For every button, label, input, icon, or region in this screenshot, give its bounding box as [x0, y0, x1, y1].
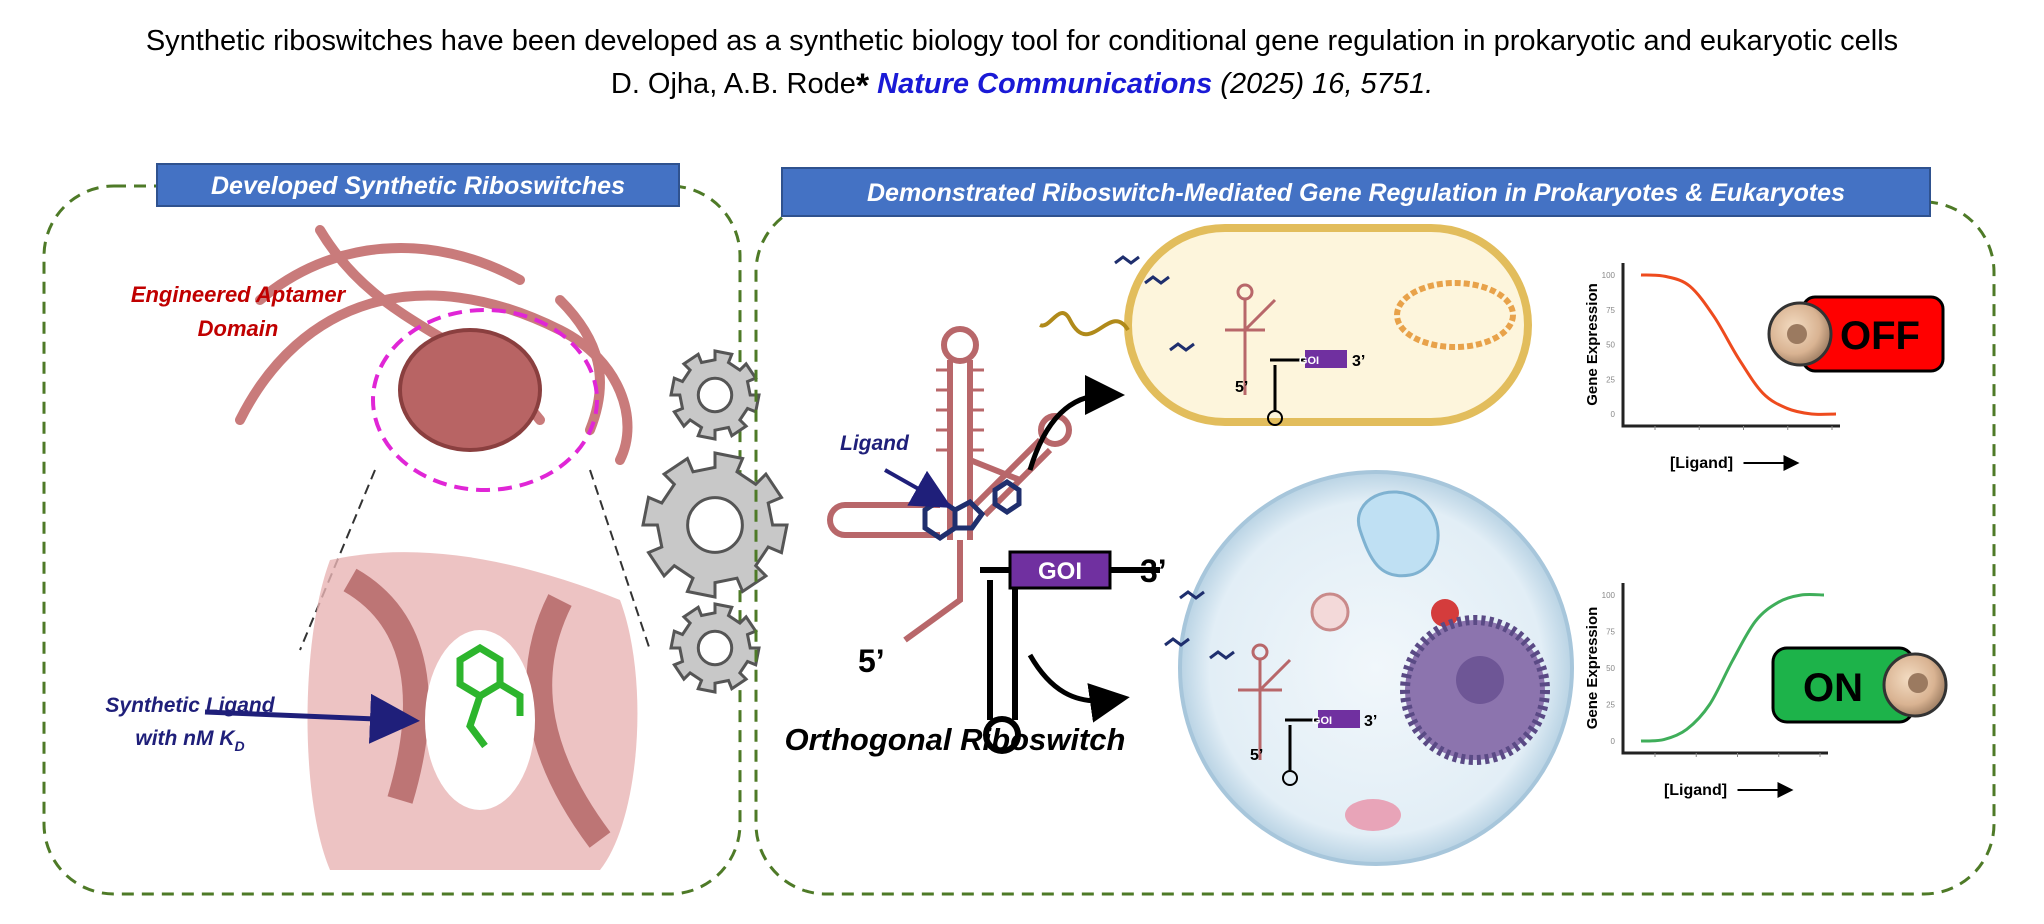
dose-response-curve [1640, 273, 1837, 416]
goi-label: GOI [1038, 558, 1082, 585]
binding-site-highlight [371, 308, 599, 492]
aptamer-structure-image [235, 225, 633, 465]
right-panel-label-box [781, 167, 1931, 217]
y-tick-label: 0 [1611, 737, 1616, 746]
prokaryote-five-prime: 5’ [1235, 379, 1248, 396]
knob-center [1908, 673, 1928, 693]
y-tick-label: 25 [1606, 375, 1615, 384]
prokaryotic-cell-image [1039, 224, 1532, 426]
y-tick-label: 50 [1606, 341, 1615, 350]
eukaryote-goi-label: GOI [1312, 715, 1332, 727]
right-panel-label: Demonstrated Riboswitch-Mediated Gene Re… [867, 179, 1845, 207]
ligand-label: Ligand [840, 432, 910, 455]
ligand-label-kd: with nM K [135, 727, 236, 750]
y-tick-label: 25 [1606, 701, 1615, 710]
gear-hole [696, 629, 734, 667]
chart-axes [1621, 263, 1840, 428]
citation-line: D. Ojha, A.B. Rode*Nature Communications… [611, 67, 1433, 105]
riboswitch-caption: Orthogonal Riboswitch [785, 722, 1126, 757]
y-tick-label: 100 [1602, 271, 1616, 280]
y-tick-label: 75 [1606, 306, 1615, 315]
prokaryote-three-prime: 3’ [1352, 353, 1365, 370]
y-tick-label: 0 [1611, 410, 1616, 419]
x-axis-label: [Ligand] [1664, 782, 1727, 799]
chart-axes [1621, 583, 1828, 755]
y-tick-label: 100 [1602, 591, 1616, 600]
gear-hole [686, 496, 744, 554]
gears-icon [641, 349, 789, 694]
aptamer-label-line1: Engineered Aptamer [131, 282, 347, 307]
x-axis-label: [Ligand] [1670, 455, 1733, 472]
five-prime-label: 5’ [858, 643, 885, 679]
goi-box [1008, 550, 1112, 590]
on-switch: ON [1771, 646, 1948, 724]
arrow-to-prokaryote [1027, 375, 1125, 471]
knob-center [1787, 324, 1807, 344]
on-label: ON [1803, 666, 1863, 710]
left-panel-label: Developed Synthetic Riboswitches [211, 172, 625, 200]
figure-title: Synthetic riboswitches have been develop… [146, 25, 1898, 57]
three-prime-label: 3’ [1140, 553, 1167, 589]
off-switch: OFF [1767, 295, 1945, 373]
ligand-label-kd-subscript: D [235, 738, 245, 754]
journal-citation: (2025) 16, 5751. [1220, 68, 1433, 100]
y-axis-label: Gene Expression [1584, 607, 1601, 730]
ligand-label-line2: with nM KD [135, 727, 244, 754]
ligand-pointer-arrow [204, 693, 420, 744]
y-axis-label: Gene Expression [1584, 283, 1601, 406]
dose-response-curve [1640, 592, 1825, 743]
eukaryote-five-prime: 5’ [1250, 747, 1263, 764]
corresponding-asterisk: * [856, 67, 870, 105]
prokaryote-goi-label: GOI [1299, 355, 1319, 367]
left-panel-label-box [156, 163, 680, 207]
gear-hole [696, 376, 734, 414]
aptamer-label-line2: Domain [198, 316, 279, 341]
riboswitch-diagram [827, 326, 1072, 643]
eukaryotic-cell-image [1164, 470, 1574, 866]
eukaryote-three-prime: 3’ [1364, 713, 1377, 730]
off-label: OFF [1840, 314, 1920, 358]
y-tick-label: 50 [1606, 664, 1615, 673]
arrow-to-eukaryote [1027, 653, 1130, 723]
authors: D. Ojha, A.B. Rode [611, 68, 856, 100]
journal-name[interactable]: Nature Communications [877, 68, 1212, 100]
y-tick-label: 75 [1606, 628, 1615, 637]
ligand-arrow [884, 468, 952, 508]
ligand-label-line1: Synthetic Ligand [105, 694, 275, 717]
binding-pocket-image [307, 552, 638, 870]
